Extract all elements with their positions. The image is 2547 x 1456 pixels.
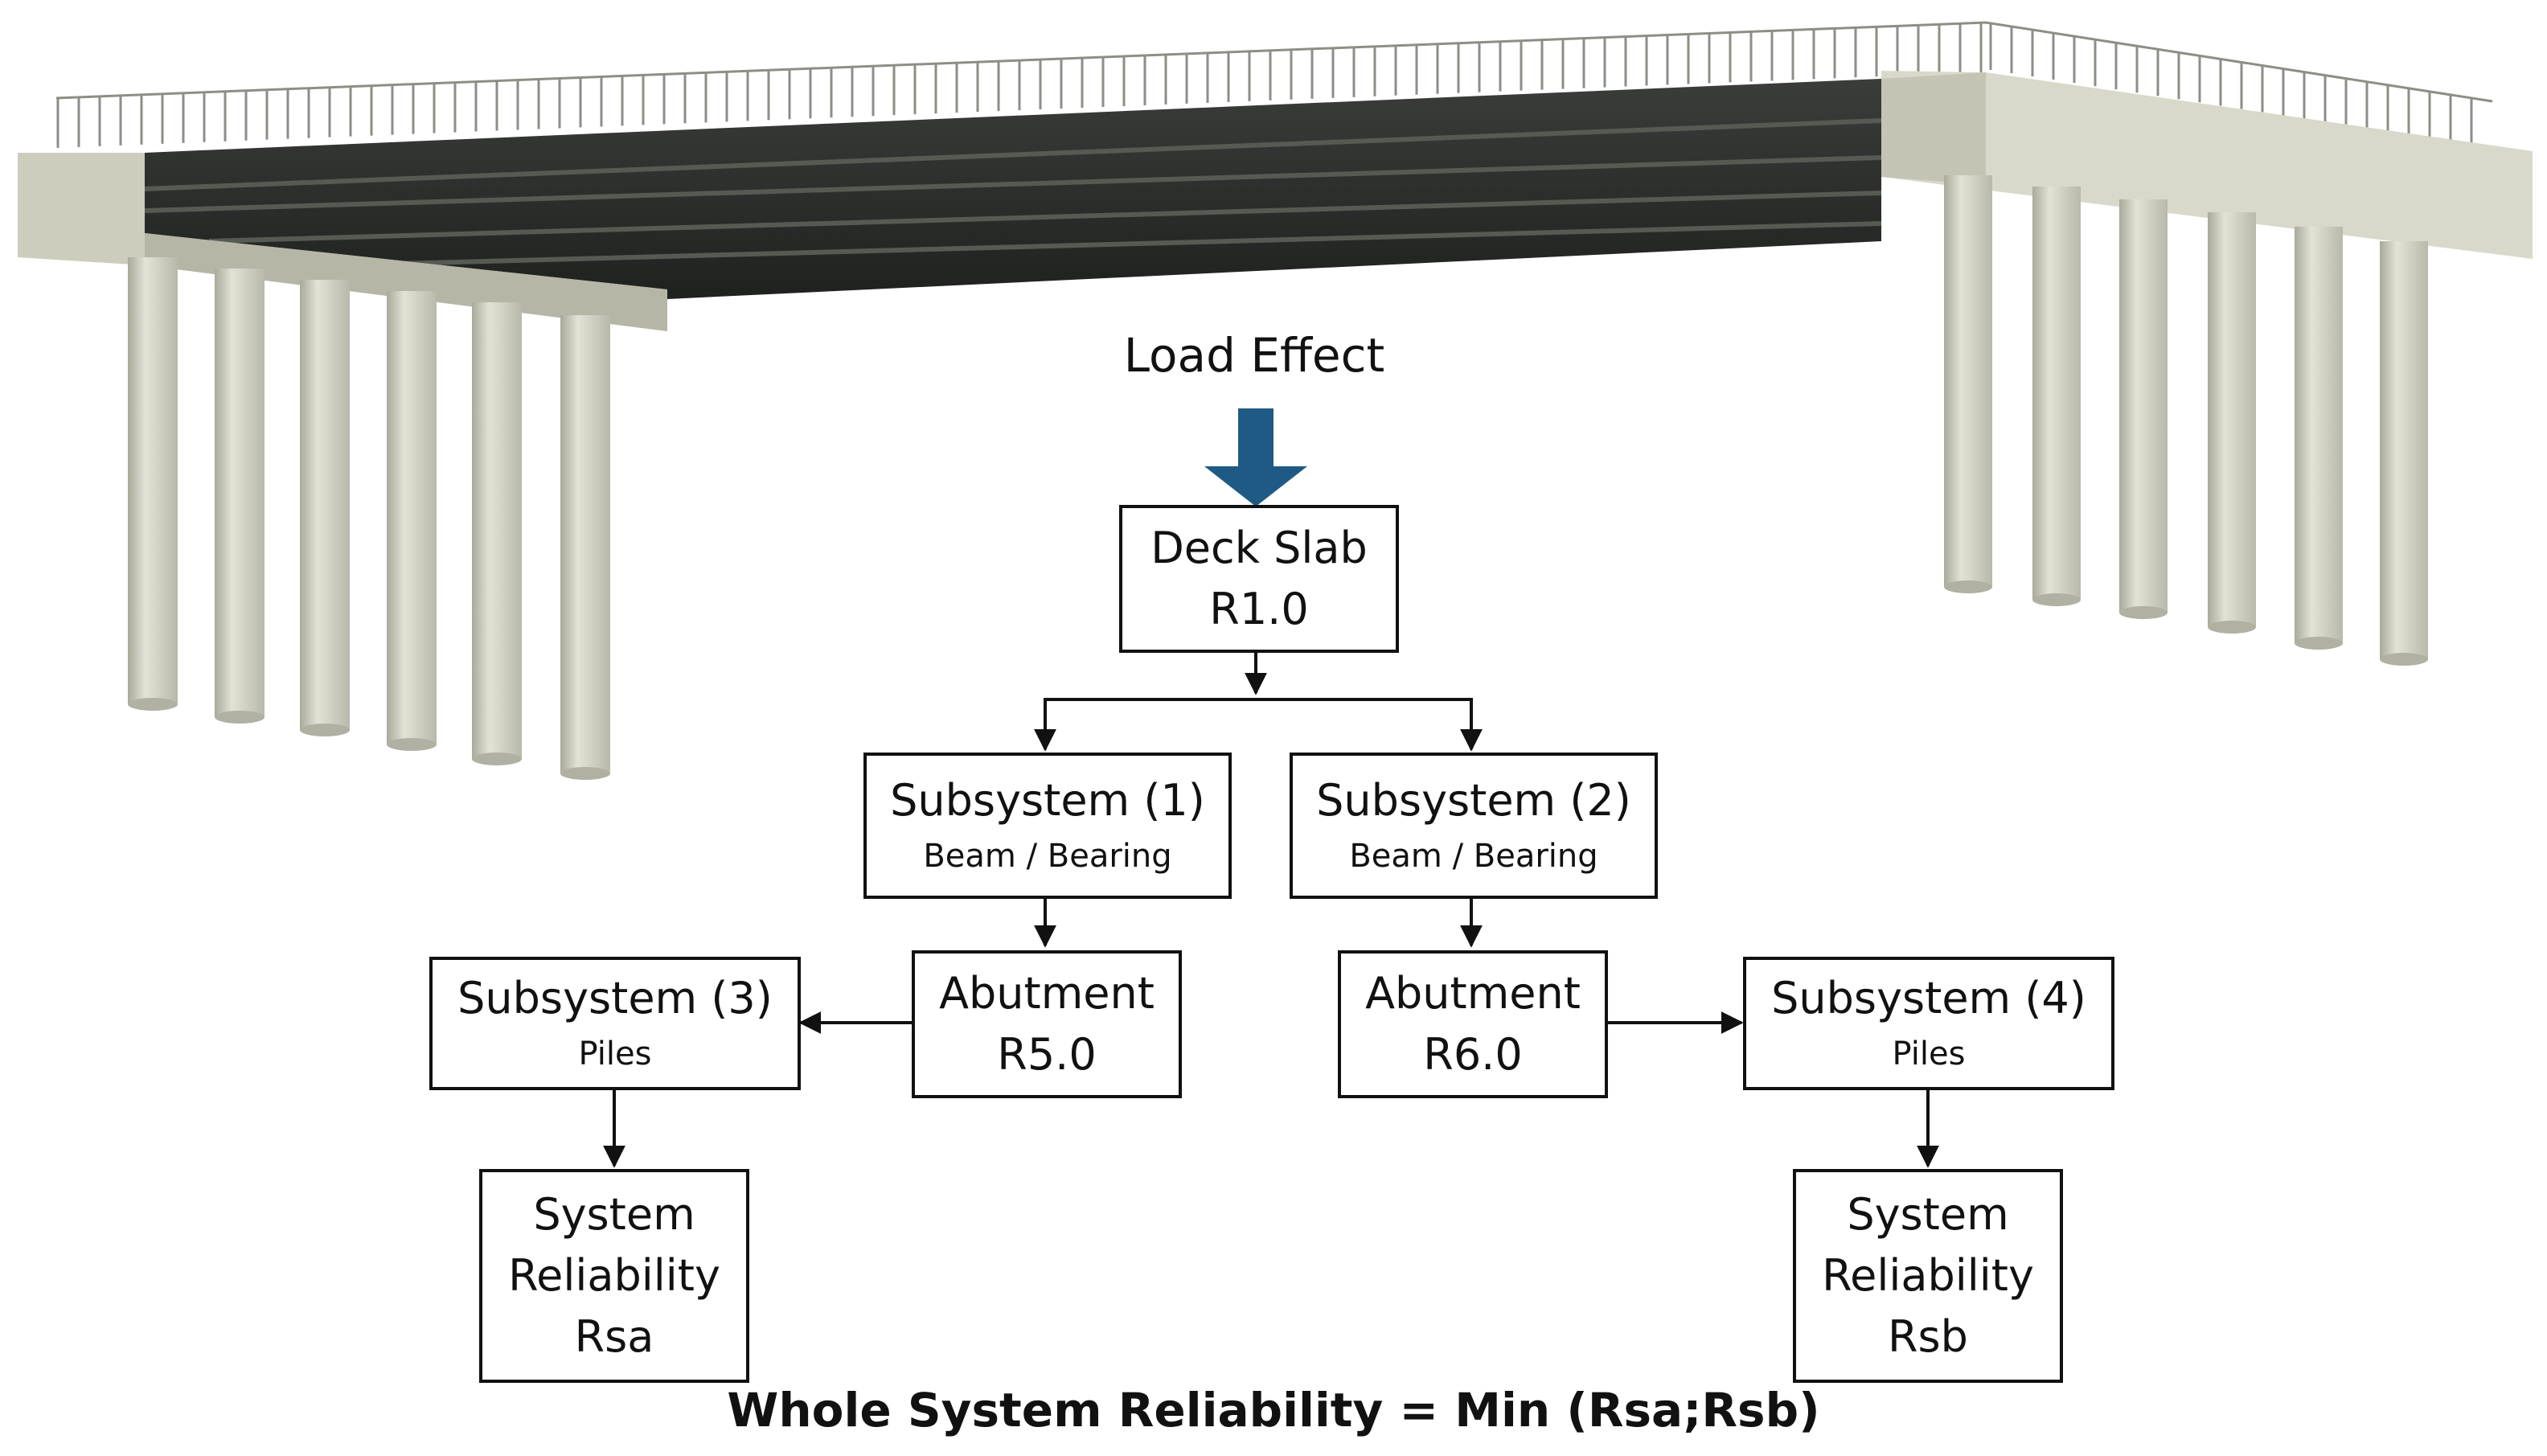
pile-column [472,302,522,759]
abutment-left-box: Abutment R5.0 [912,950,1182,1098]
abutment-right-box: Abutment R6.0 [1338,950,1608,1098]
right-abutment-cap [1881,71,2533,259]
system-reliability-left-value: Rsa [574,1311,654,1362]
pile-base [300,724,350,736]
subsystem-4-title: Subsystem (4) [1771,973,2086,1023]
system-reliability-left-line2: Reliability [508,1250,720,1301]
deck-slab-box: Deck Slab R1.0 [1119,505,1399,653]
subsystem-4-box: Subsystem (4) Piles [1743,957,2114,1090]
left-piles [128,257,610,780]
pile-column [128,257,178,704]
deck-slab-title: Deck Slab [1150,523,1368,573]
deck-slab-reliability: R1.0 [1209,584,1309,634]
subsystem-3-box: Subsystem (3) Piles [429,957,801,1090]
system-reliability-right-line2: Reliability [1822,1250,2034,1301]
abutment-left-title: Abutment [939,968,1155,1019]
pile-base [387,738,437,751]
pile-column [2380,241,2428,659]
system-reliability-left-box: System Reliability Rsa [479,1169,749,1383]
pile-column [560,315,610,773]
pile-base [1944,580,1992,593]
right-piles [1944,175,2428,666]
abutment-left-reliability: R5.0 [997,1029,1097,1080]
pile-column [1944,175,1992,587]
system-reliability-right-box: System Reliability Rsb [1793,1169,2063,1383]
pile-base [472,753,522,765]
connector-split-to-sub1 [1044,698,1473,701]
pile-base [2119,606,2168,619]
subsystem-1-box: Subsystem (1) Beam / Bearing [863,753,1232,899]
subsystem-2-box: Subsystem (2) Beam / Bearing [1290,753,1658,899]
load-effect-label: Load Effect [1123,328,1385,383]
pile-base [2208,621,2256,634]
system-reliability-left-line1: System [533,1189,695,1240]
pile-base [2295,637,2343,650]
pile-base [2380,653,2428,666]
bridge-deck [144,79,1882,299]
pile-base [2032,593,2081,606]
subsystem-2-subtitle: Beam / Bearing [1349,838,1598,875]
pile-column [215,269,265,717]
abutment-right-reliability: R6.0 [1423,1029,1523,1080]
abutment-right-title: Abutment [1365,968,1581,1019]
pile-base [560,767,610,780]
subsystem-3-title: Subsystem (3) [457,973,773,1023]
subsystem-3-subtitle: Piles [578,1036,652,1073]
subsystem-4-subtitle: Piles [1892,1036,1966,1073]
connector-lines [603,651,1939,1168]
system-reliability-right-line1: System [1847,1189,2009,1240]
subsystem-1-subtitle: Beam / Bearing [923,838,1172,875]
pile-column [300,280,350,730]
system-reliability-right-value: Rsb [1888,1311,1968,1362]
pile-column [2295,227,2343,643]
subsystem-1-title: Subsystem (1) [890,775,1205,826]
subsystem-2-title: Subsystem (2) [1316,775,1631,826]
whole-system-reliability-formula: Whole System Reliability = Min (Rsa;Rsb) [727,1383,1820,1438]
bridge-railing [55,21,2493,148]
pile-column [2208,212,2256,627]
load-arrow [1204,408,1307,507]
pile-base [215,711,265,724]
pile-column [2032,187,2081,600]
pile-column [2119,199,2168,613]
left-abutment-cap [18,153,667,331]
pile-column [387,291,437,744]
pile-base [128,698,178,711]
